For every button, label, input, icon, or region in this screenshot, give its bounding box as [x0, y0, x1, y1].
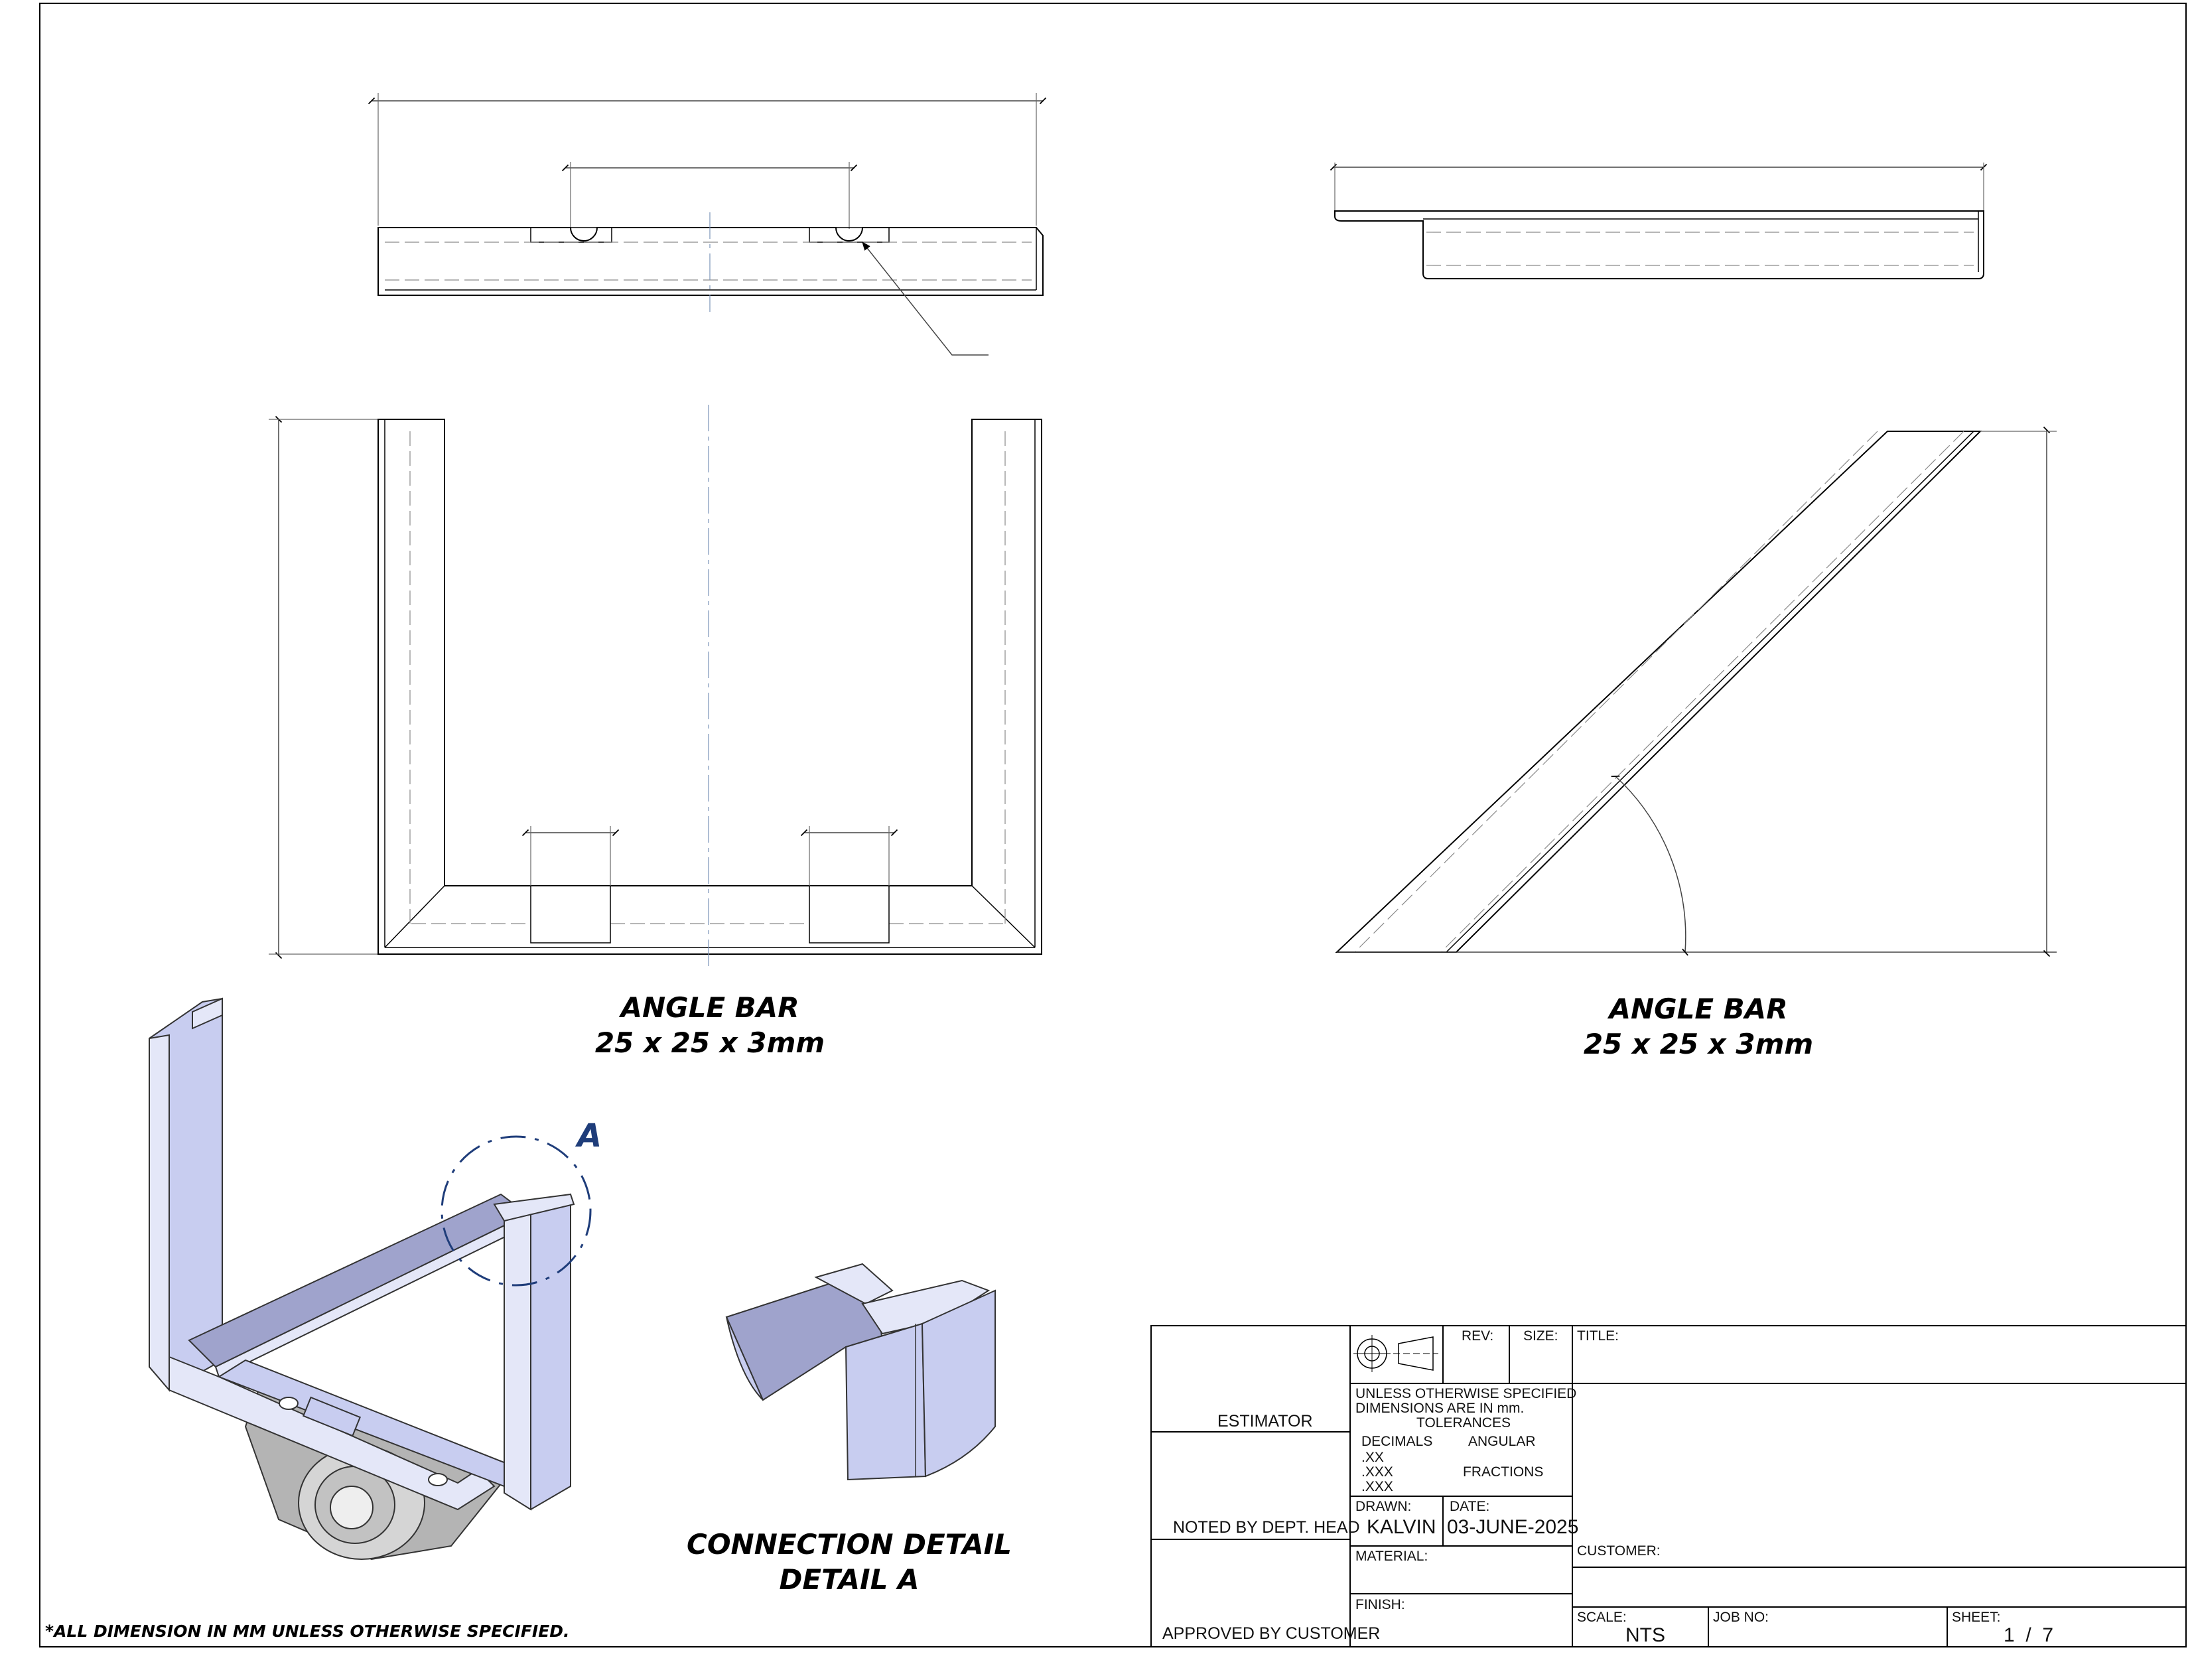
drawn-label: DRAWN: [1355, 1499, 1412, 1514]
connection-detail-caption-line2: DETAIL A [779, 1563, 920, 1596]
angle-dimension-arc [1611, 775, 1688, 956]
side-view-caption-line2: 25 x 25 x 3mm [1583, 1027, 1814, 1060]
front-view-caption-line2: 25 x 25 x 3mm [594, 1026, 825, 1059]
customer-label: CUSTOMER: [1577, 1543, 1661, 1559]
connection-detail-view [725, 1263, 996, 1481]
detail-callout-label: A [577, 1117, 602, 1155]
sheet-value: 1 / 7 [2004, 1624, 2054, 1646]
tolerance-line1: UNLESS OTHERWISE SPECIFIED [1355, 1386, 1577, 1401]
job-no-label: JOB NO: [1713, 1610, 1769, 1625]
connection-detail-caption-line1: CONNECTION DETAIL [687, 1528, 1012, 1561]
tolerance-xxx-1: .XXX [1361, 1464, 1393, 1480]
tolerance-line2: DIMENSIONS ARE IN mm. [1355, 1401, 1525, 1416]
title-block-lines [1150, 1325, 2187, 1647]
material-label: MATERIAL: [1355, 1549, 1428, 1564]
side-view-top [1330, 163, 1988, 279]
detail-a-circle [441, 1135, 592, 1287]
side-view-diagonal [1335, 426, 2057, 957]
approved-by-label: APPROVED BY CUSTOMER [1162, 1624, 1381, 1643]
tolerance-xx: .XX [1361, 1450, 1384, 1465]
scale-label: SCALE: [1577, 1610, 1627, 1625]
rev-label: REV: [1462, 1328, 1494, 1344]
front-view-caption: ANGLE BAR 25 x 25 x 3mm [537, 991, 882, 1060]
finish-label: FINISH: [1355, 1597, 1405, 1612]
isometric-view [149, 997, 592, 1561]
side-view-caption: ANGLE BAR 25 x 25 x 3mm [1526, 992, 1871, 1062]
title-label: TITLE: [1577, 1328, 1619, 1344]
side-view-caption-line1: ANGLE BAR [1609, 993, 1788, 1025]
tolerance-angular: ANGULAR [1468, 1434, 1536, 1449]
tolerance-fractions: FRACTIONS [1463, 1464, 1544, 1480]
tolerance-decimals: DECIMALS [1361, 1434, 1433, 1449]
tolerance-line3: TOLERANCES [1416, 1415, 1511, 1431]
date-label: DATE: [1450, 1499, 1490, 1514]
size-label: SIZE: [1523, 1328, 1558, 1344]
scale-value: NTS [1625, 1624, 1665, 1646]
sheet-label: SHEET: [1952, 1610, 2001, 1625]
noted-by-label: NOTED BY DEPT. HEAD [1173, 1518, 1360, 1537]
drawn-value: KALVIN [1367, 1516, 1436, 1538]
front-view [269, 405, 1042, 969]
connection-detail-caption: CONNECTION DETAIL DETAIL A [683, 1527, 1015, 1597]
front-view-caption-line1: ANGLE BAR [620, 991, 799, 1024]
sheet-border [39, 3, 2187, 1647]
top-view [368, 93, 1047, 356]
estimator-label: ESTIMATOR [1217, 1412, 1313, 1431]
date-value: 03-JUNE-2025 [1447, 1516, 1579, 1538]
tolerance-xxx-2: .XXX [1361, 1479, 1393, 1494]
general-note: *ALL DIMENSION IN MM UNLESS OTHERWISE SP… [45, 1622, 570, 1641]
